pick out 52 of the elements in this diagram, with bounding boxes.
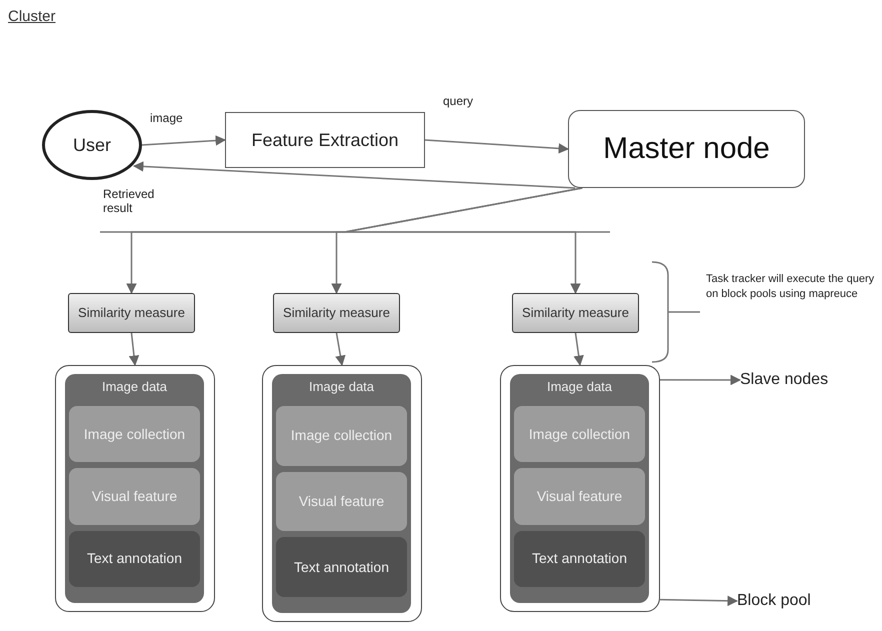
node-label: Text annotation [294,558,389,576]
data-layer-box [514,468,645,525]
edge-label: image [150,112,183,126]
arrow [132,161,576,189]
data-layer-box [514,530,645,587]
data-layer-box [276,472,407,532]
similarity-measure-box [68,293,195,333]
data-layer-box [514,406,645,462]
node-label: Master node [603,132,770,166]
data-layer-box [276,406,407,466]
arrow [660,374,742,386]
node-label: Image collection [84,426,186,443]
data-layer-box [276,537,407,597]
slave-node-panel [55,365,215,612]
node-label: Similarity measure [283,306,390,320]
callout-text: Slave nodes [740,371,828,389]
arrow [142,135,226,146]
node-label: Image data [102,379,168,394]
node-label: Similarity measure [78,306,185,320]
arrow [335,332,346,366]
node-label: Visual feature [298,493,384,510]
image-data-panel [272,374,411,613]
data-layer-box [69,406,200,462]
node-label: Feature Extraction [251,130,399,150]
node-label: Image collection [290,427,392,444]
master-node-box [568,110,805,188]
image-data-panel [65,374,204,603]
arrow [660,596,738,606]
slave-node-panel [500,365,660,612]
data-layer-box [69,530,200,587]
user-ellipse [42,110,142,180]
node-label: User [72,134,111,156]
diagram-title: Cluster [8,8,56,25]
similarity-measure-box [512,293,639,333]
data-layer-box [69,468,200,525]
arrow [424,139,570,154]
similarity-measure-box [273,293,400,333]
node-label: Visual feature [92,488,178,505]
image-data-panel [510,374,649,603]
arrow [128,332,140,366]
node-label: Text annotation [532,550,627,568]
node-label: Visual feature [536,488,622,505]
process-box [225,112,425,168]
node-label: Text annotation [87,550,182,568]
callout-text: Block pool [737,592,811,610]
node-label: Similarity measure [522,306,629,320]
note-text: Task tracker will execute the query on block pools using mapreuce [706,272,876,302]
node-label: Image collection [528,426,630,443]
node-label: Image data [546,379,612,394]
arrow [573,332,584,366]
node-label: Image data [308,379,374,394]
slave-node-panel [262,365,422,622]
